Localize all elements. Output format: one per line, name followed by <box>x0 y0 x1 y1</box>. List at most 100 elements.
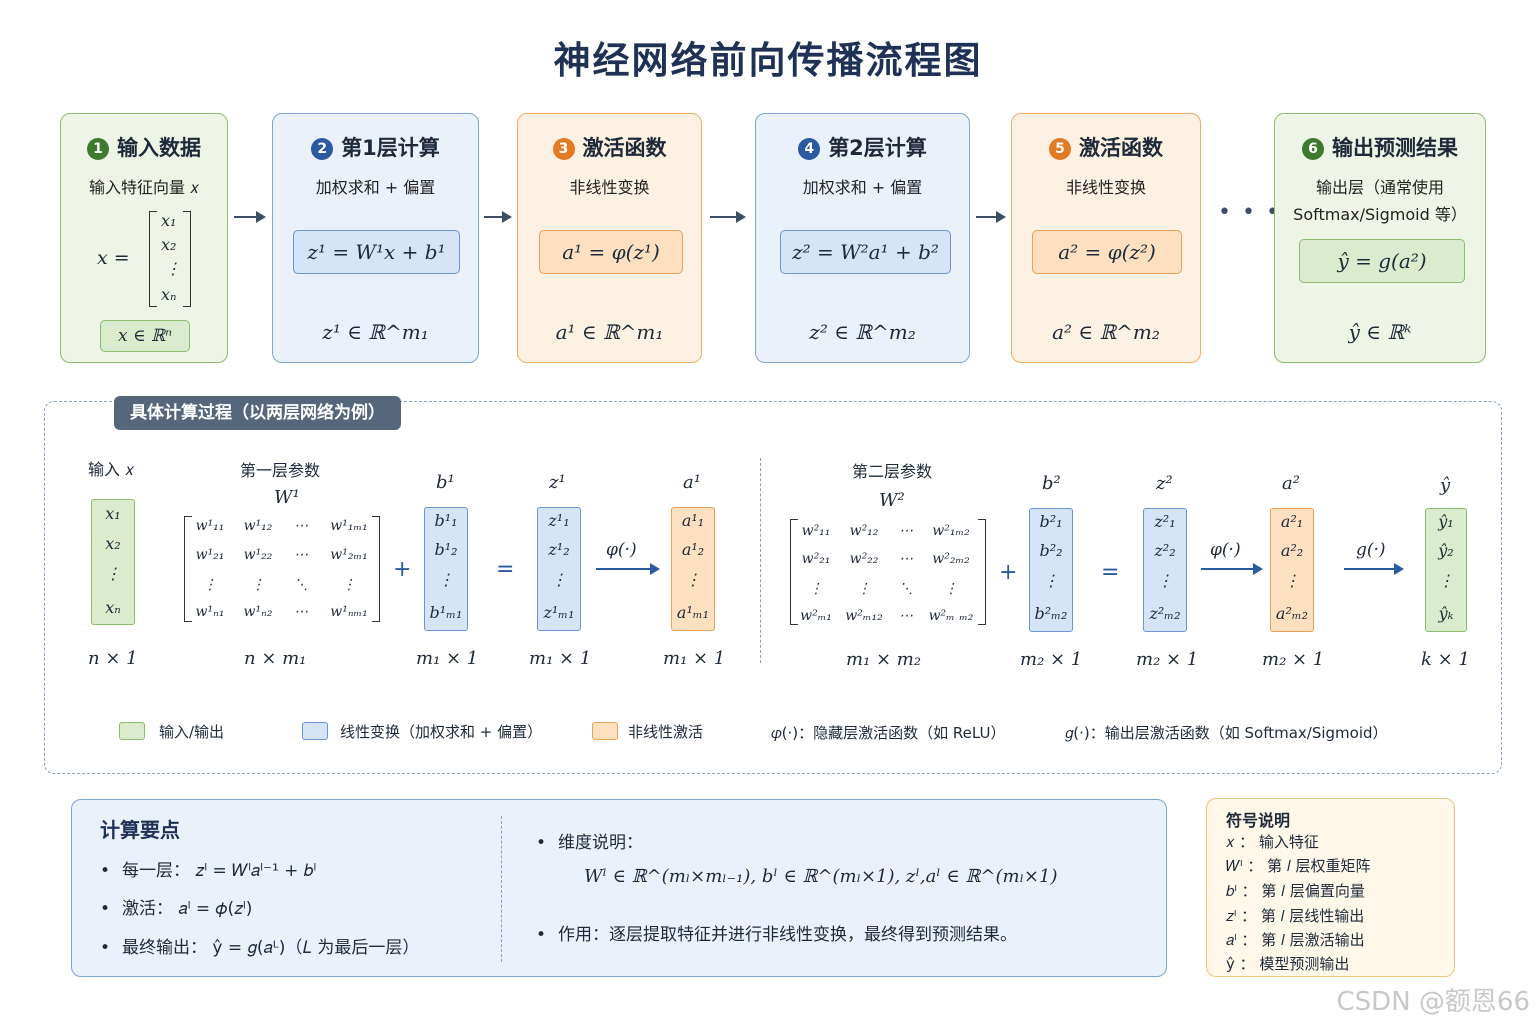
g-label: 𝑔(·) <box>1356 540 1386 560</box>
W1-label: 𝑊¹ <box>274 487 300 508</box>
flow-arrow <box>234 211 266 223</box>
matrix-cell: ⋮ <box>944 581 958 597</box>
matrix-cell: ⋮ <box>342 577 356 593</box>
yhat-vector: ŷ₁ ŷ₂ ⋮ ŷₖ <box>1425 508 1467 632</box>
matrix-cell: 𝑤¹ₙ₁ <box>195 604 225 620</box>
legend-note-phi: 𝜑(·)：隐藏层激活函数（如 ReLU） <box>771 724 1006 742</box>
stage-subtitle: 输入特征向量 𝑥 <box>89 178 199 197</box>
b2-vector: 𝑏²₁ 𝑏²₂ ⋮ 𝑏²ₘ₂ <box>1029 508 1073 632</box>
step-number-badge: 1 <box>87 138 109 160</box>
legend-label-activation: 非线性激活 <box>628 723 704 741</box>
plus-sign: + <box>999 560 1018 585</box>
matrix-cell: 𝑤¹₁₂ <box>243 518 273 534</box>
a1-label: 𝑎¹ <box>683 472 701 493</box>
equals-sign: = <box>1101 560 1120 585</box>
dimension-note-title: 维度说明： <box>536 828 643 853</box>
matrix-cell: ⋯ <box>899 551 913 567</box>
matrix-cell: 𝑤²ₘ ₘ₂ <box>928 608 974 624</box>
phi-label: 𝜑(·) <box>1210 540 1241 560</box>
matrix-cell: 𝑤¹₁₁ <box>195 518 225 534</box>
dim-W2: 𝑚₁ × 𝑚₂ <box>846 649 922 670</box>
step-number-badge: 4 <box>798 138 821 160</box>
stage-equation: 𝑎² = 𝜑(𝑧²) <box>1032 230 1182 274</box>
matrix-cell: 𝑤²₁₂ <box>849 523 879 539</box>
matrix-cell: 𝑤²₂₂ <box>849 551 879 567</box>
dim-a1: 𝑚₁ × 1 <box>663 648 726 669</box>
stage-dimension: ŷ ∈ ℝᵏ <box>1348 320 1412 344</box>
b2-label: 𝑏² <box>1042 473 1061 494</box>
legend-note-g: 𝑔(·)：输出层激活函数（如 Softmax/Sigmoid） <box>1065 724 1388 742</box>
W2-label: 𝑊² <box>879 490 905 511</box>
key-points-title: 计算要点 <box>100 818 180 842</box>
flow-arrow <box>976 211 1006 223</box>
yhat-label: ŷ <box>1440 475 1451 496</box>
matrix-cell: 𝑤²₂ₘ₂ <box>932 551 970 567</box>
equals-sign: = <box>496 557 515 582</box>
page-title: 神经网络前向传播流程图 <box>553 39 983 82</box>
stage-dimension: 𝑧² ∈ ℝ^𝑚₂ <box>809 320 916 344</box>
z1-vector: 𝑧¹₁ 𝑧¹₂ ⋮ 𝑧¹ₘ₁ <box>537 507 581 631</box>
dim-a2: 𝑚₂ × 1 <box>1262 649 1325 670</box>
stage-subtitle: 加权求和 + 偏置 <box>315 178 436 197</box>
key-point-item: 最终输出： ŷ = 𝑔(𝑎ᴸ)（𝐿 为最后一层） <box>100 933 419 958</box>
b1-vector: 𝑏¹₁ 𝑏¹₂ ⋮ 𝑏¹ₘ₁ <box>424 507 468 631</box>
watermark: CSDN @额恩66 <box>1336 987 1530 1017</box>
stage-equation: 𝑧¹ = 𝑊¹𝑥 + 𝑏¹ <box>293 230 460 274</box>
legend-swatch-activation <box>592 722 618 740</box>
key-point-item: 激活： 𝑎ˡ = 𝜙(𝑧ˡ) <box>100 894 252 919</box>
input-label: 输入 𝑥 <box>88 460 134 479</box>
matrix-cell: ⋯ <box>899 608 913 624</box>
a2-label: 𝑎² <box>1282 473 1300 494</box>
stage-dimension: 𝑧¹ ∈ ℝ^𝑚₁ <box>322 320 429 344</box>
dim-x: 𝑛 × 1 <box>88 648 138 669</box>
symbols-title: 符号说明 <box>1226 811 1291 830</box>
matrix-cell: ⋱ <box>294 577 308 593</box>
stage-dimension: 𝑥 ∈ ℝⁿ <box>100 320 190 352</box>
input-vector-lhs: 𝑥 = <box>97 247 130 269</box>
input-entry: 𝑥ₙ <box>161 285 177 304</box>
stage-equation: 𝑎¹ = 𝜑(𝑧¹) <box>539 230 683 274</box>
matrix-cell: 𝑤²ₘ₁ <box>800 608 832 624</box>
step-number-badge: 6 <box>1302 138 1324 160</box>
input-entry: ⋮ <box>165 259 181 278</box>
z2-vector: 𝑧²₁ 𝑧²₂ ⋮ 𝑧²ₘ₂ <box>1143 508 1187 632</box>
g-arrow <box>1344 563 1404 575</box>
matrix-cell: 𝑤¹₁ₘ₁ <box>330 518 368 534</box>
dim-b2: 𝑚₂ × 1 <box>1020 649 1083 670</box>
legend-label-io: 输入/输出 <box>159 723 225 741</box>
W2-left-bracket <box>790 519 798 625</box>
detail-panel <box>44 401 1502 774</box>
layer1-params-label: 第一层参数 <box>240 461 321 480</box>
stage-subtitle: 输出层（通常使用 <box>1315 178 1444 197</box>
symbol-row: 𝑏ˡ ： 第 𝑙 层偏置向量 <box>1226 882 1365 900</box>
continuation-ellipsis: • • • <box>1218 200 1281 225</box>
stage-subtitle: 非线性变换 <box>1065 178 1146 197</box>
matrix-cell: 𝑤¹₂₂ <box>243 547 273 563</box>
z1-label: 𝑧¹ <box>549 472 566 493</box>
dim-W1: 𝑛 × 𝑚₁ <box>244 648 307 669</box>
matrix-cell: 𝑤²₁ₘ₂ <box>932 523 970 539</box>
symbols-box <box>1206 798 1455 977</box>
matrix-cell: ⋯ <box>294 604 308 620</box>
legend-swatch-linear <box>302 722 328 740</box>
z2-label: 𝑧² <box>1156 473 1173 494</box>
step-number-badge: 5 <box>1049 138 1071 160</box>
input-entry: 𝑥₁ <box>161 211 177 230</box>
stage-dimension: 𝑎² ∈ ℝ^𝑚₂ <box>1052 320 1160 344</box>
matrix-cell: ⋯ <box>899 523 913 539</box>
legend-label-linear: 线性变换（加权求和 + 偏置） <box>340 723 543 741</box>
matrix-cell: 𝑤¹₂₁ <box>195 547 225 563</box>
symbol-row: 𝑧ˡ ： 第 𝑙 层线性输出 <box>1226 907 1365 925</box>
symbol-row: 𝑊ˡ ： 第 𝑙 层权重矩阵 <box>1226 857 1371 875</box>
matrix-cell: 𝑤²₁₁ <box>801 523 831 539</box>
stage-dimension: 𝑎¹ ∈ ℝ^𝑚₁ <box>555 320 664 344</box>
key-point-item: 每一层： 𝑧ˡ = 𝑊ˡ𝑎ˡ⁻¹ + 𝑏ˡ <box>100 856 316 881</box>
matrix-cell: 𝑤²₂₁ <box>801 551 831 567</box>
